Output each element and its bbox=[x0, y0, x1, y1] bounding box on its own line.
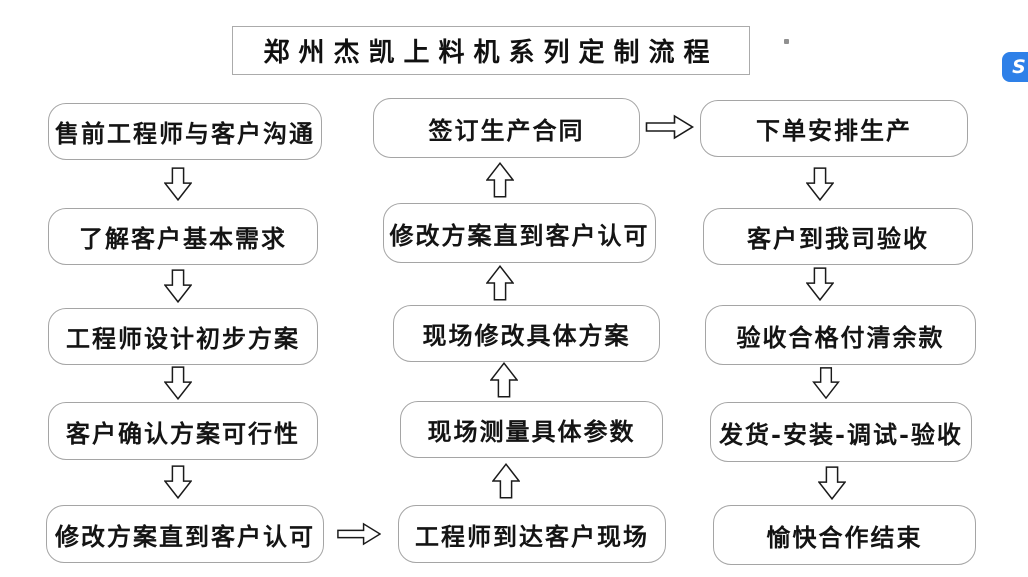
up-arrow-icon bbox=[492, 462, 520, 499]
flow-step-label: 客户确认方案可行性 bbox=[66, 418, 300, 448]
flow-step-label: 现场测量具体参数 bbox=[427, 417, 636, 446]
flow-node-right-4: 发货-安装-调试-验收 bbox=[710, 402, 972, 462]
flow-step-label: 修改方案直到客户认可 bbox=[55, 521, 315, 551]
down-arrow-icon bbox=[164, 465, 192, 500]
flow-node-right-1: 下单安排生产 bbox=[700, 100, 968, 157]
down-arrow-icon bbox=[164, 269, 192, 304]
flow-node-middle-4: 现场测量具体参数 bbox=[400, 401, 663, 458]
flow-step-label: 现场修改具体方案 bbox=[422, 321, 631, 350]
flow-step-label: 发货-安装-调试-验收 bbox=[719, 419, 963, 449]
flow-step-label: 愉快合作结束 bbox=[766, 522, 923, 552]
flow-step-label: 客户到我司验收 bbox=[747, 224, 929, 253]
flow-node-middle-2: 修改方案直到客户认可 bbox=[383, 203, 656, 263]
flow-step-label: 验收合格付清余款 bbox=[736, 322, 945, 352]
down-arrow-icon bbox=[164, 167, 192, 202]
flow-node-right-5: 愉快合作结束 bbox=[713, 505, 976, 565]
flow-step-label: 售前工程师与客户沟通 bbox=[55, 119, 315, 148]
down-arrow-icon bbox=[812, 367, 840, 399]
flow-node-right-3: 验收合格付清余款 bbox=[705, 305, 976, 365]
flow-step-label: 工程师到达客户现场 bbox=[415, 521, 649, 551]
down-arrow-icon bbox=[818, 466, 846, 501]
diagram-title: 郑州杰凯上料机系列定制流程 bbox=[263, 38, 719, 68]
down-arrow-icon bbox=[806, 167, 834, 202]
right-arrow-icon bbox=[337, 522, 381, 546]
diagram-title-box: 郑州杰凯上料机系列定制流程 bbox=[232, 26, 750, 75]
badge-glyph: S bbox=[1012, 56, 1026, 78]
flow-node-left-3: 工程师设计初步方案 bbox=[48, 308, 318, 365]
flow-node-right-2: 客户到我司验收 bbox=[703, 208, 973, 265]
flow-step-label: 工程师设计初步方案 bbox=[66, 324, 300, 353]
flow-node-left-4: 客户确认方案可行性 bbox=[48, 402, 318, 460]
flow-step-label: 签订生产合同 bbox=[428, 115, 585, 145]
extension-s-logo-icon[interactable]: S bbox=[1002, 52, 1028, 82]
down-arrow-icon bbox=[806, 267, 834, 302]
artifact-dot bbox=[784, 39, 789, 44]
flow-node-middle-1: 签订生产合同 bbox=[373, 98, 640, 158]
flow-node-left-2: 了解客户基本需求 bbox=[48, 208, 318, 265]
flow-step-label: 修改方案直到客户认可 bbox=[389, 220, 650, 250]
flow-node-left-1: 售前工程师与客户沟通 bbox=[48, 103, 322, 160]
down-arrow-icon bbox=[164, 366, 192, 400]
flow-node-left-5: 修改方案直到客户认可 bbox=[46, 505, 324, 563]
right-arrow-icon bbox=[645, 114, 695, 140]
flow-node-middle-3: 现场修改具体方案 bbox=[393, 305, 660, 362]
flow-step-label: 下单安排生产 bbox=[756, 116, 912, 145]
up-arrow-icon bbox=[490, 362, 518, 398]
up-arrow-icon bbox=[486, 264, 514, 301]
up-arrow-icon bbox=[486, 161, 514, 198]
flow-node-middle-5: 工程师到达客户现场 bbox=[398, 505, 666, 563]
flow-step-label: 了解客户基本需求 bbox=[79, 224, 287, 253]
